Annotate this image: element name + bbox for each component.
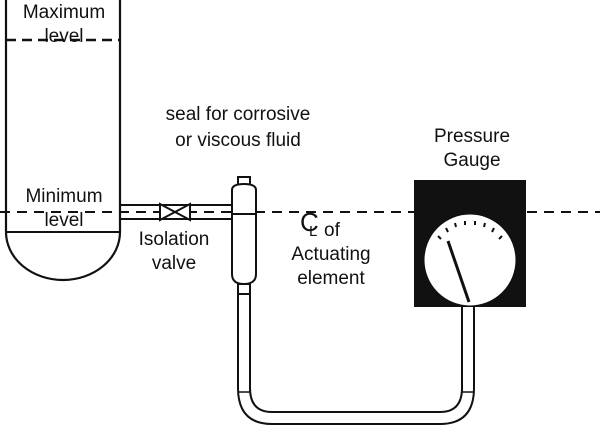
maximum-level-line1: Maximum — [22, 2, 106, 23]
pressure-line2: Gauge — [443, 150, 501, 171]
seal-bottom-cap — [237, 283, 251, 295]
actuating-line3: element — [297, 268, 365, 289]
gauge-needle — [446, 240, 471, 303]
isolation-line2: valve — [151, 253, 197, 274]
isolation-valve-icon — [159, 202, 191, 222]
pressure-line1: Pressure — [433, 126, 511, 147]
tubing-outer — [237, 294, 475, 425]
seal-lower-body — [231, 213, 257, 286]
actuating-line2: Actuating — [291, 244, 371, 265]
minimum-level-label: Minimum level — [8, 186, 120, 232]
actuating-element-label: Actuating element — [276, 244, 386, 290]
seal-label: seal for corrosive or viscous fluid — [138, 104, 338, 152]
isolation-line1: Isolation — [138, 229, 210, 250]
centerline-symbol-l: L — [309, 223, 318, 240]
isolation-valve-label: Isolation valve — [124, 229, 224, 275]
minimum-level-line1: Minimum — [25, 186, 103, 207]
centerline-symbol-c: C — [300, 207, 319, 237]
minimum-level-line2: level — [44, 210, 84, 231]
actuating-of-label: of — [324, 220, 340, 241]
pressure-gauge-label: Pressure Gauge — [412, 126, 532, 172]
maximum-level-line2: level — [44, 26, 84, 47]
maximum-level-label: Maximum level — [8, 2, 120, 48]
tank-outline — [4, 0, 122, 282]
seal-upper-body — [231, 182, 257, 215]
gauge-ticks — [437, 221, 503, 240]
gauge-face — [423, 213, 517, 307]
seal-line2: or viscous fluid — [175, 130, 301, 151]
tubing-inner — [249, 294, 463, 413]
seal-line1: seal for corrosive — [165, 104, 311, 125]
